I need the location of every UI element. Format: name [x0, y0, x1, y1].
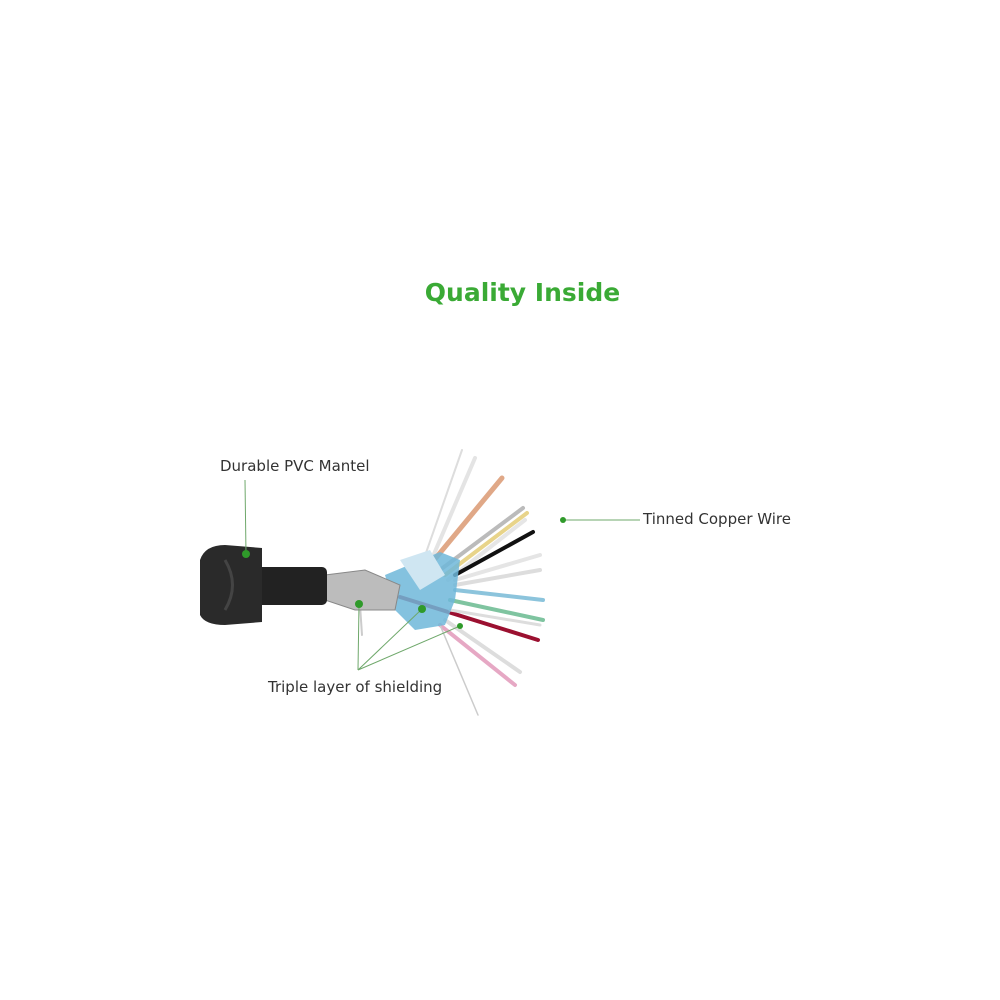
cable-jacket	[252, 567, 327, 605]
wires	[359, 449, 545, 716]
label-tinned-copper: Tinned Copper Wire	[643, 510, 791, 528]
leader-lines	[244, 479, 640, 671]
label-pvc-mantel: Durable PVC Mantel	[220, 457, 370, 475]
shield-foil	[385, 550, 460, 630]
callout-dots	[242, 517, 566, 629]
page-title: Quality Inside	[424, 278, 621, 307]
label-shielding: Triple layer of shielding	[268, 678, 443, 696]
